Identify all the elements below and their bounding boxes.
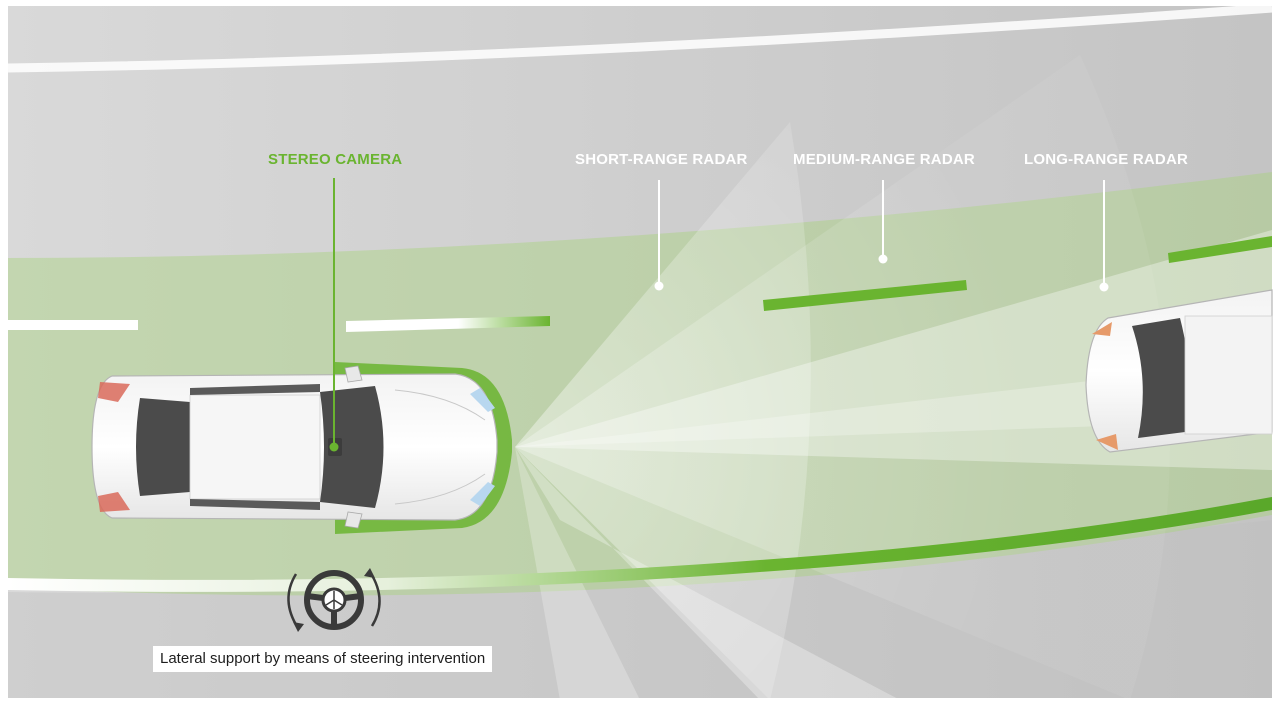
medium-range-radar-label: MEDIUM-RANGE RADAR <box>793 151 975 168</box>
steering-wheel-icon <box>304 570 364 630</box>
long-range-radar-beam <box>515 230 1272 470</box>
lane-dash <box>763 280 967 311</box>
rotate-arrows-icon <box>287 568 381 632</box>
lane-dash <box>1168 236 1272 263</box>
long-range-callout-dot <box>1099 282 1109 292</box>
ego-car <box>91 362 512 534</box>
stereo-camera-label: STEREO CAMERA <box>268 151 403 168</box>
lane-dash <box>8 320 138 330</box>
stereo-camera-callout-dot <box>329 442 339 452</box>
short-range-radar-label: SHORT-RANGE RADAR <box>575 151 748 168</box>
car-ahead <box>1085 289 1273 453</box>
road-edge-line-top <box>7 3 1273 73</box>
long-range-radar-label: LONG-RANGE RADAR <box>1024 151 1189 168</box>
steering-caption: Lateral support by means of steering int… <box>153 646 493 672</box>
lane-dash <box>346 316 550 332</box>
lane-line-bottom <box>8 497 1272 592</box>
medium-range-callout-dot <box>878 254 888 264</box>
short-range-callout-dot <box>654 281 664 291</box>
